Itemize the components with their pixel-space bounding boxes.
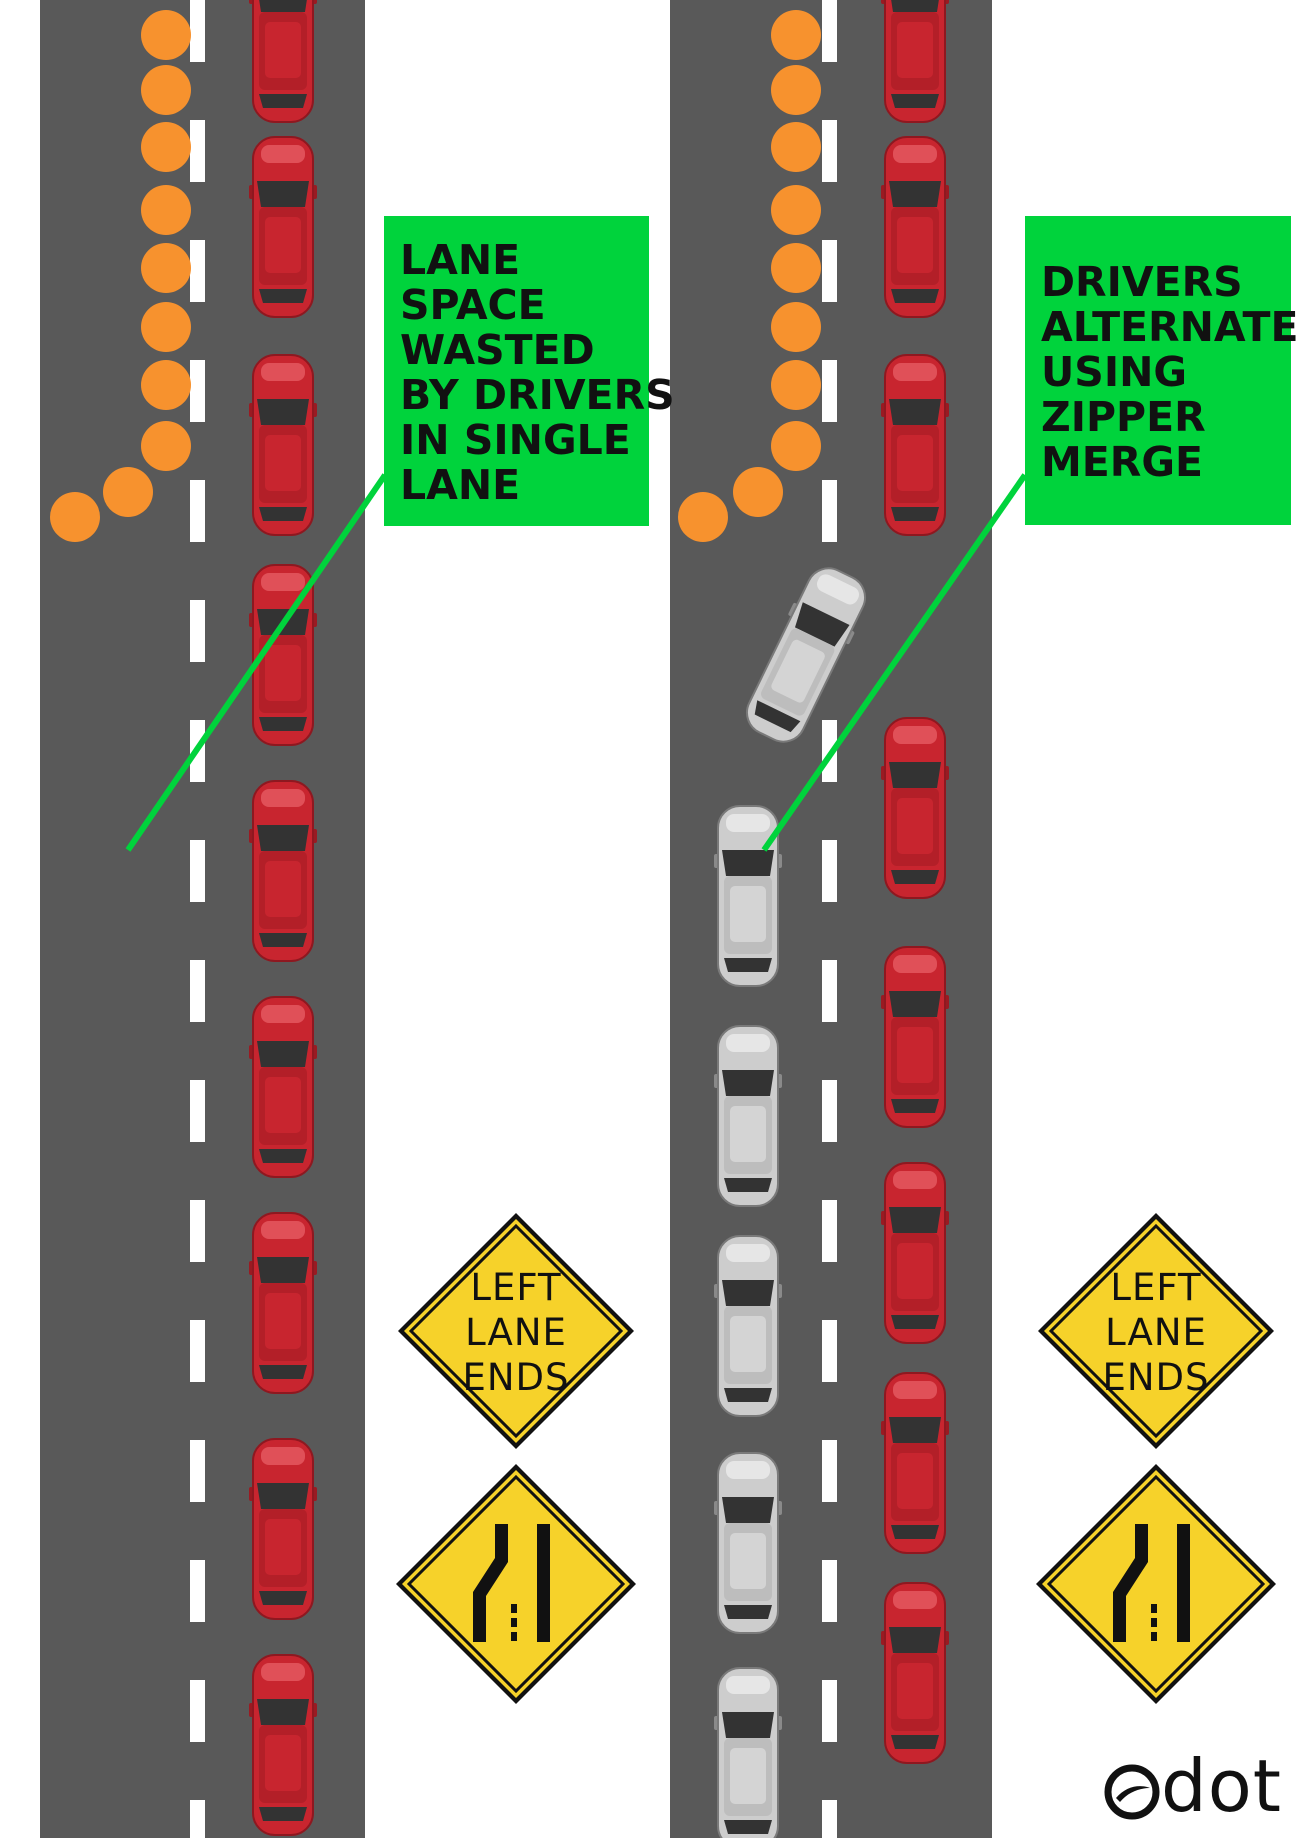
red-car-icon	[248, 136, 318, 318]
callout-line: WASTED	[400, 326, 595, 374]
callout-line: ALTERNATE	[1041, 303, 1299, 351]
right-callout-leader	[761, 473, 1028, 852]
left-callout-leader	[125, 473, 388, 852]
red-car-icon	[248, 1654, 318, 1836]
left-left-lane-ends-sign: LEFT LANE ENDS	[394, 1210, 638, 1454]
red-car-icon	[880, 354, 950, 536]
red-car-icon	[248, 1212, 318, 1394]
cone-icon	[141, 302, 191, 352]
red-car-icon	[880, 0, 950, 123]
left-callout: LANE SPACE WASTED BY DRIVERS IN SINGLE L…	[384, 216, 675, 526]
right-red-cars	[880, 0, 950, 1764]
left-lane-divider	[190, 560, 205, 1838]
callout-line: SPACE	[400, 281, 546, 329]
odot-logo: dot	[1104, 1746, 1300, 1832]
left-cones	[50, 10, 191, 542]
sign-line: LANE	[465, 1310, 567, 1354]
cone-icon	[771, 122, 821, 172]
callout-line: LANE	[400, 461, 521, 509]
cone-icon	[678, 492, 728, 542]
right-callout: DRIVERS ALTERNATE USING ZIPPER MERGE	[1025, 216, 1299, 525]
cone-icon	[771, 185, 821, 235]
callout-line: MERGE	[1041, 438, 1204, 486]
cone-icon	[733, 467, 783, 517]
logo-text: dot	[1161, 1744, 1282, 1828]
left-lane-divider-solid	[190, 0, 205, 550]
callout-line: USING	[1041, 348, 1188, 396]
right-lane-divider	[822, 0, 837, 1838]
cone-icon	[771, 302, 821, 352]
cone-icon	[50, 492, 100, 542]
left-lane-ends-sign	[396, 1464, 636, 1704]
cone-icon	[771, 10, 821, 60]
silver-car-icon	[713, 1452, 783, 1634]
sign-line: LANE	[1105, 1310, 1207, 1354]
red-car-icon	[880, 1372, 950, 1554]
cone-icon	[771, 65, 821, 115]
cone-icon	[771, 360, 821, 410]
red-car-icon	[880, 1582, 950, 1764]
callout-line: BY DRIVERS	[400, 371, 675, 419]
red-car-icon	[248, 996, 318, 1178]
left-scenario	[40, 0, 636, 1838]
red-car-icon	[248, 780, 318, 962]
red-car-icon	[248, 1438, 318, 1620]
callout-line: IN SINGLE	[400, 416, 631, 464]
silver-car-icon	[713, 1667, 783, 1838]
right-left-lane-ends-sign: LEFT LANE ENDS	[1034, 1210, 1278, 1454]
sign-line: ENDS	[462, 1355, 570, 1399]
silver-car-icon	[713, 1235, 783, 1417]
cone-icon	[141, 65, 191, 115]
silver-car-icon	[713, 1025, 783, 1207]
right-cones	[678, 10, 821, 542]
silver-car-icon	[713, 805, 783, 987]
callout-line: LANE	[400, 236, 521, 284]
left-red-cars	[248, 0, 318, 1836]
cone-icon	[141, 421, 191, 471]
red-car-icon	[880, 1162, 950, 1344]
red-car-icon	[248, 0, 318, 123]
red-car-icon	[880, 136, 950, 318]
sign-line: LEFT	[470, 1265, 562, 1309]
right-scenario	[670, 0, 1276, 1838]
right-lane-ends-sign	[1036, 1464, 1276, 1704]
lane-ends-merge-left-icon	[473, 1524, 550, 1642]
left-sign-text-bg	[398, 1213, 634, 1449]
lane-ends-merge-left-icon	[1113, 1524, 1190, 1642]
sign-line: ENDS	[1102, 1355, 1210, 1399]
sign-line: LEFT	[1110, 1265, 1202, 1309]
cone-icon	[771, 243, 821, 293]
red-car-icon	[880, 946, 950, 1128]
cone-icon	[103, 467, 153, 517]
cone-icon	[771, 421, 821, 471]
callout-line: DRIVERS	[1041, 258, 1243, 306]
cone-icon	[141, 185, 191, 235]
cone-icon	[141, 10, 191, 60]
odot-swoosh-icon	[1104, 1764, 1160, 1820]
callout-line: ZIPPER	[1041, 393, 1206, 441]
red-car-icon	[880, 717, 950, 899]
right-sign-text-bg	[1038, 1213, 1274, 1449]
cone-icon	[141, 122, 191, 172]
red-car-icon	[248, 354, 318, 536]
cone-icon	[141, 360, 191, 410]
cone-icon	[141, 243, 191, 293]
